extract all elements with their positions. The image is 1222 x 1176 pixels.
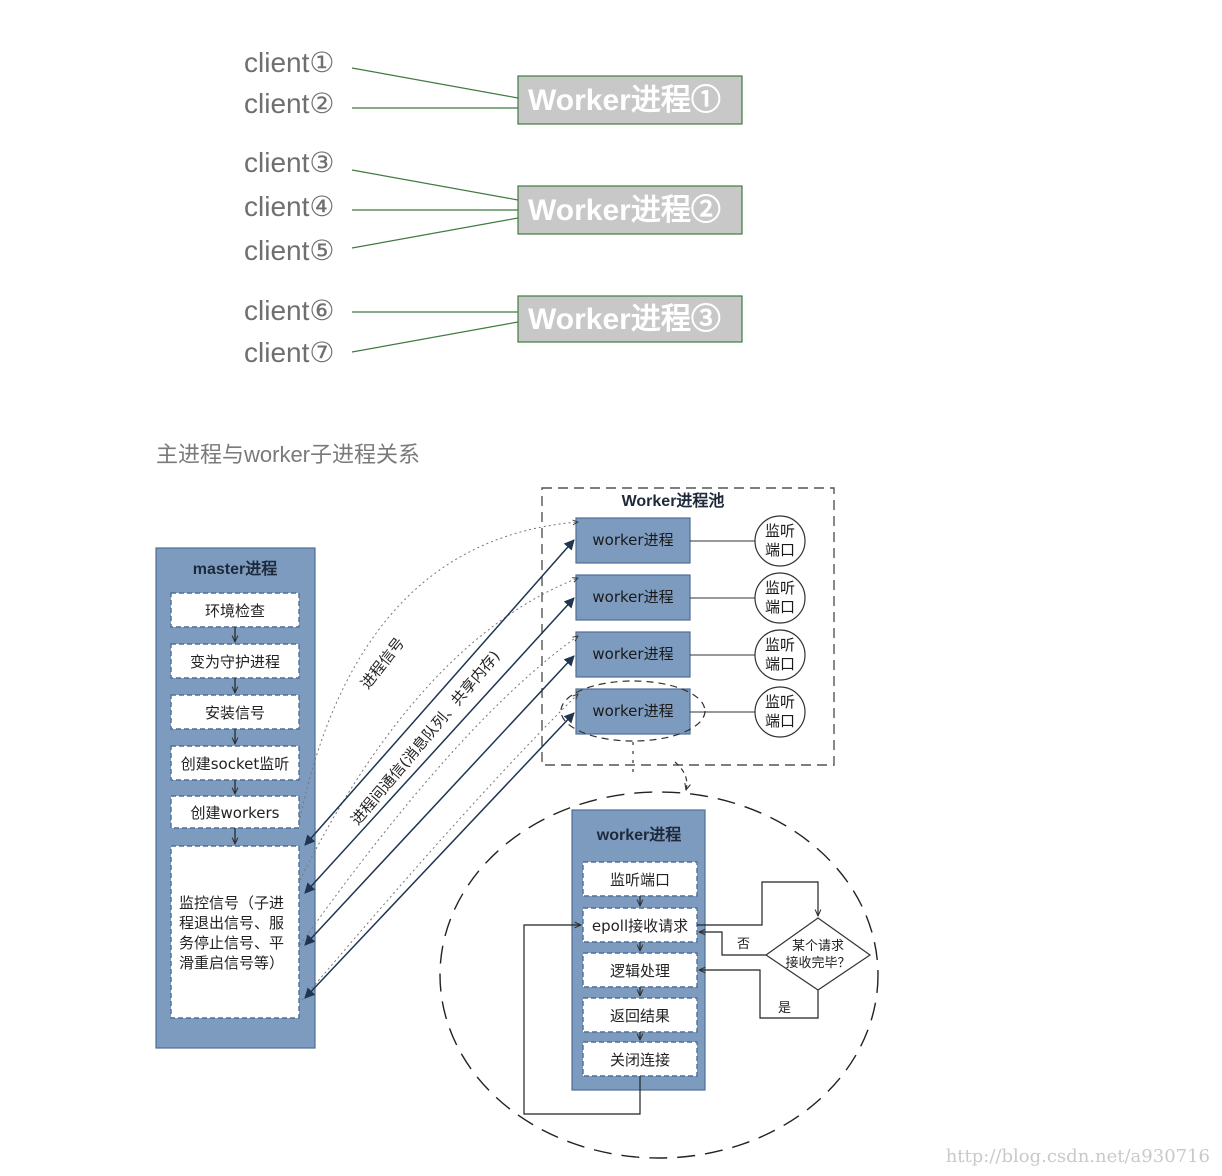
client-label: client③: [244, 147, 334, 178]
decision-yes-arrow: [699, 970, 819, 1019]
detail-step-label: 关闭连接: [610, 1051, 670, 1069]
decision-label-line1: 某个请求: [792, 939, 844, 954]
master-step-label: 创建workers: [191, 804, 280, 822]
master-monitor-line: 程退出信号、服: [179, 914, 284, 932]
port-label-line2: 端口: [765, 541, 795, 559]
pool-worker-label: worker进程: [592, 588, 673, 606]
master-monitor-box: [170, 845, 300, 1019]
master-step-label: 变为守护进程: [190, 653, 280, 671]
top-worker-label: Worker进程②: [528, 194, 721, 227]
top-worker-label: Worker进程①: [528, 84, 721, 117]
ipc-arrow: [304, 597, 575, 894]
detail-step-label: 监听端口: [610, 871, 670, 889]
client-label: client②: [244, 88, 334, 119]
pool-worker-label: worker进程: [592, 645, 673, 663]
signal-arc: [299, 636, 578, 946]
master-process-box: master进程 环境检查 变为守护进程 安装信号 创建socket监听 创建w…: [155, 547, 316, 1049]
connector-client-3: [351, 169, 519, 201]
top-worker-box: Worker进程①: [517, 75, 743, 125]
master-step-label: 安装信号: [205, 704, 265, 722]
ipc-arrow: [304, 655, 575, 946]
detail-step-box: [582, 997, 698, 1033]
pool-worker-label: worker进程: [592, 531, 673, 549]
pool-worker-label: worker进程: [592, 702, 673, 720]
listen-port-circle: [754, 572, 806, 624]
client-label: client⑤: [244, 235, 334, 266]
detail-step-label: 逻辑处理: [610, 962, 670, 980]
signal-label: 进程信号: [357, 634, 408, 692]
zoom-arrow: [674, 761, 687, 790]
top-worker-label: Worker进程③: [528, 303, 721, 336]
ipc-connectors: 进程信号 进程间通信(消息队列、共享内存): [299, 522, 578, 1001]
signal-arc: [301, 694, 578, 1001]
port-label-line2: 端口: [765, 655, 795, 673]
master-title: master进程: [193, 560, 277, 578]
worker-pool: Worker进程池 worker进程 worker进程 worker进程 wor…: [541, 487, 835, 766]
master-step-box: [170, 694, 300, 730]
detail-worker-title: worker进程: [596, 826, 681, 844]
top-worker-box: Worker进程②: [517, 185, 743, 235]
loop-back-arrow: [523, 925, 641, 1115]
ipc-arrow: [304, 539, 575, 846]
pool-worker-box: worker进程: [575, 631, 691, 678]
client-label: client④: [244, 191, 334, 222]
master-monitor-line: 务停止信号、平: [179, 934, 284, 952]
port-label-line2: 端口: [765, 598, 795, 616]
signal-arc: [299, 522, 578, 819]
master-step-box: [170, 745, 300, 781]
port-label-line1: 监听: [765, 579, 795, 597]
master-monitor-line: 监控信号（子进: [179, 894, 284, 912]
master-step-box: [170, 795, 300, 829]
pool-worker-box: worker进程: [575, 517, 691, 564]
highlight-ellipse: [560, 680, 706, 742]
decision-no-arrow: [699, 932, 766, 956]
decision-yes-label: 是: [778, 1001, 791, 1016]
client-worker-map: client① client② client③ client④ client⑤ …: [244, 47, 743, 368]
decision-no-label: 否: [737, 937, 750, 952]
pool-worker-box: worker进程: [575, 574, 691, 621]
listen-port-circle: [754, 515, 806, 567]
client-label: client⑥: [244, 295, 334, 326]
to-decision-arrow: [697, 881, 818, 926]
client-label: client⑦: [244, 337, 334, 368]
detail-step-label: 返回结果: [610, 1007, 670, 1025]
master-monitor-line: 滑重启信号等）: [179, 954, 284, 972]
diagram-caption: 主进程与worker子进程关系: [156, 442, 420, 467]
port-label-line2: 端口: [765, 712, 795, 730]
watermark: http://blog.csdn.net/a930716: [946, 1146, 1210, 1167]
client-connection-lines: [351, 67, 519, 353]
ipc-arrow: [304, 712, 575, 999]
detail-step-box: [582, 1041, 698, 1077]
top-worker-box: Worker进程③: [517, 295, 743, 343]
connector-client-1: [351, 67, 519, 99]
master-step-label: 环境检查: [205, 602, 265, 620]
client-label: client①: [244, 47, 334, 78]
master-step-label: 创建socket监听: [181, 755, 290, 773]
listen-port-circle: [754, 629, 806, 681]
decision-diamond: [764, 917, 872, 991]
listen-port-circle: [754, 686, 806, 738]
decision-label-line2: 接收完毕？: [785, 955, 850, 971]
detail-ellipse: [439, 791, 879, 1159]
port-label-line1: 监听: [765, 522, 795, 540]
connector-client-7: [351, 321, 519, 353]
worker-pool-title: Worker进程池: [622, 491, 725, 510]
pool-worker-box: worker进程: [575, 688, 691, 735]
port-label-line1: 监听: [765, 636, 795, 654]
detail-step-box: [582, 861, 698, 897]
connector-client-5: [351, 217, 519, 249]
detail-step-label: epoll接收请求: [592, 917, 688, 935]
port-label-line1: 监听: [765, 693, 795, 711]
worker-detail: worker进程 监听端口 epoll接收请求 逻辑处理 返回结果 关闭连接: [439, 742, 879, 1159]
